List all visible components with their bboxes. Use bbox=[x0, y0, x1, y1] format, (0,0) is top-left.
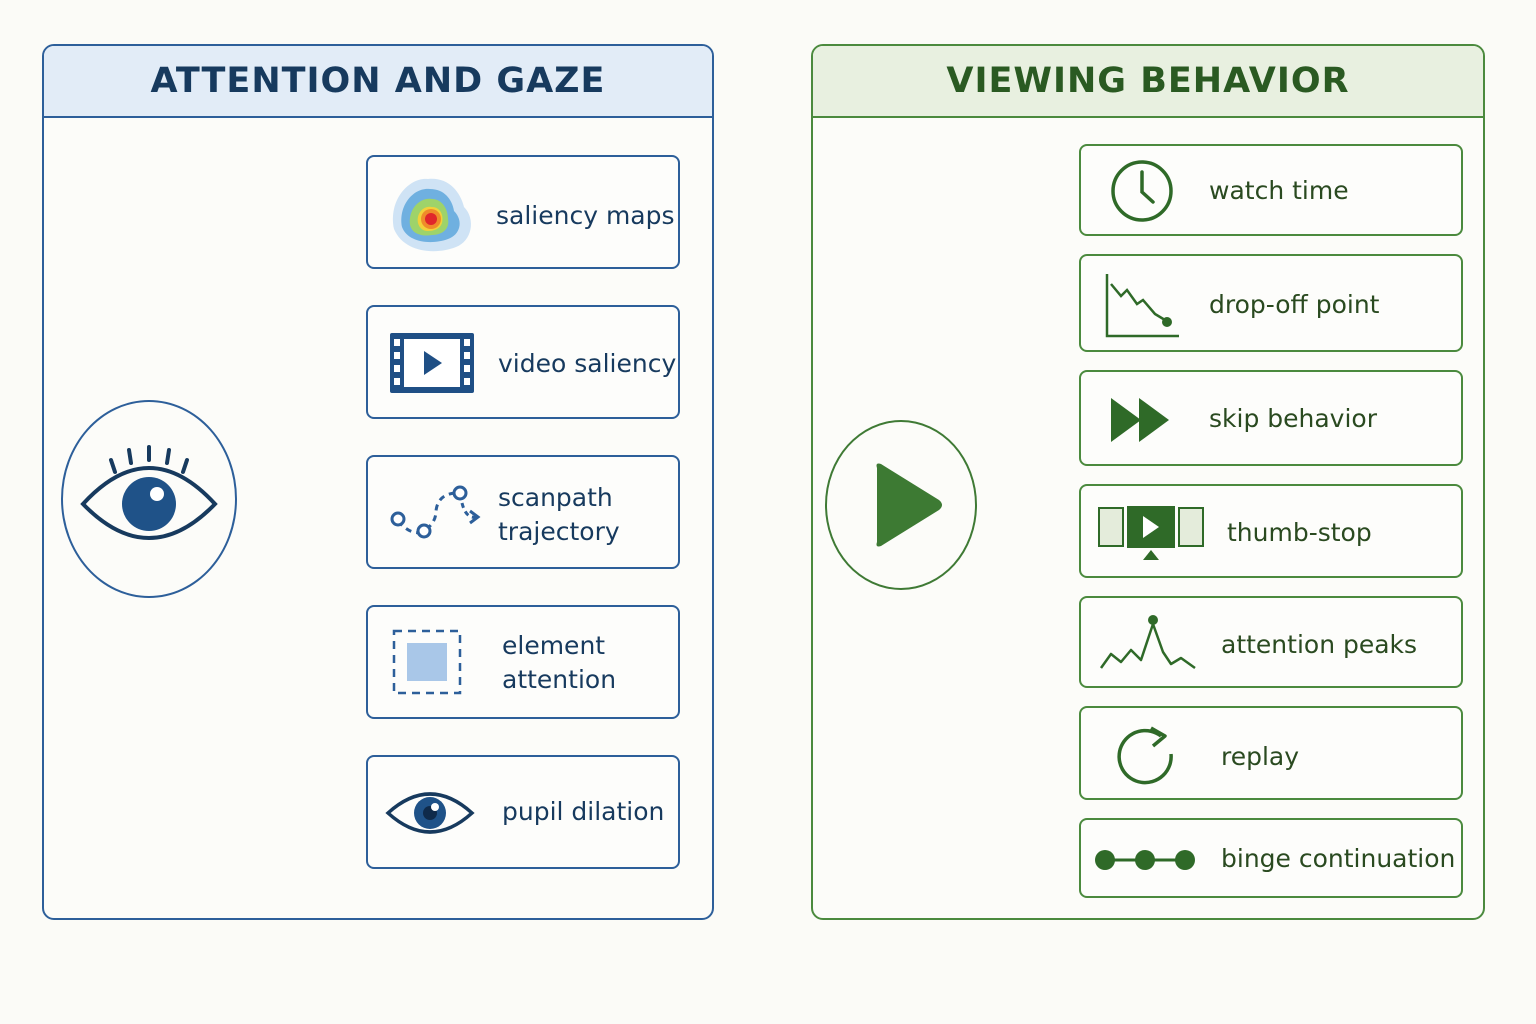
fast-forward-icon bbox=[1111, 398, 1169, 442]
watch-time-card[interactable]: watch time bbox=[1079, 144, 1463, 236]
item-label-line2: attention bbox=[502, 665, 617, 694]
heatmap-icon bbox=[392, 178, 471, 252]
eye-hub bbox=[61, 400, 237, 598]
item-label: saliency maps bbox=[496, 201, 675, 230]
item-label-line2: trajectory bbox=[498, 517, 620, 546]
clock-icon bbox=[1111, 160, 1173, 222]
play-icon bbox=[876, 463, 942, 547]
item-label: video saliency bbox=[498, 349, 677, 378]
item-label: pupil dilation bbox=[502, 797, 665, 826]
item-label: attention peaks bbox=[1221, 630, 1418, 659]
film-play-icon bbox=[390, 333, 474, 393]
panel-title: ATTENTION AND GAZE bbox=[44, 46, 712, 118]
replay-card[interactable]: replay bbox=[1079, 706, 1463, 800]
panel-title: VIEWING BEHAVIOR bbox=[813, 46, 1483, 118]
item-label: watch time bbox=[1209, 176, 1349, 205]
scanpath-icon bbox=[390, 485, 481, 539]
replay-icon bbox=[1117, 726, 1173, 785]
decline-chart-icon bbox=[1105, 274, 1179, 338]
item-label: replay bbox=[1221, 742, 1300, 771]
video-saliency-card[interactable]: video saliency bbox=[366, 305, 680, 419]
eye-icon bbox=[80, 445, 218, 540]
item-label: drop-off point bbox=[1209, 290, 1380, 319]
binge-continuation-card[interactable]: binge continuation bbox=[1079, 818, 1463, 898]
pupil-dilation-card[interactable]: pupil dilation bbox=[366, 755, 680, 869]
attention-peaks-card[interactable]: attention peaks bbox=[1079, 596, 1463, 688]
peak-line-icon bbox=[1099, 615, 1196, 670]
item-label: binge continuation bbox=[1221, 844, 1456, 873]
element-box-icon bbox=[392, 629, 462, 695]
item-label-line1: scanpath bbox=[498, 483, 613, 512]
item-label-line1: element bbox=[502, 631, 606, 660]
item-label: skip behavior bbox=[1209, 404, 1377, 433]
drop-off-point-card[interactable]: drop-off point bbox=[1079, 254, 1463, 352]
item-label: thumb-stop bbox=[1227, 518, 1372, 547]
skip-behavior-card[interactable]: skip behavior bbox=[1079, 370, 1463, 466]
thumb-stop-card[interactable]: thumb-stop bbox=[1079, 484, 1463, 578]
element-attention-card[interactable]: element attention bbox=[366, 605, 680, 719]
chain-dots-icon bbox=[1095, 850, 1195, 870]
eye-icon bbox=[385, 792, 475, 834]
saliency-maps-card[interactable]: saliency maps bbox=[366, 155, 680, 269]
scanpath-trajectory-card[interactable]: scanpath trajectory bbox=[366, 455, 680, 569]
play-hub bbox=[825, 420, 977, 590]
feed-stop-icon bbox=[1098, 506, 1204, 560]
